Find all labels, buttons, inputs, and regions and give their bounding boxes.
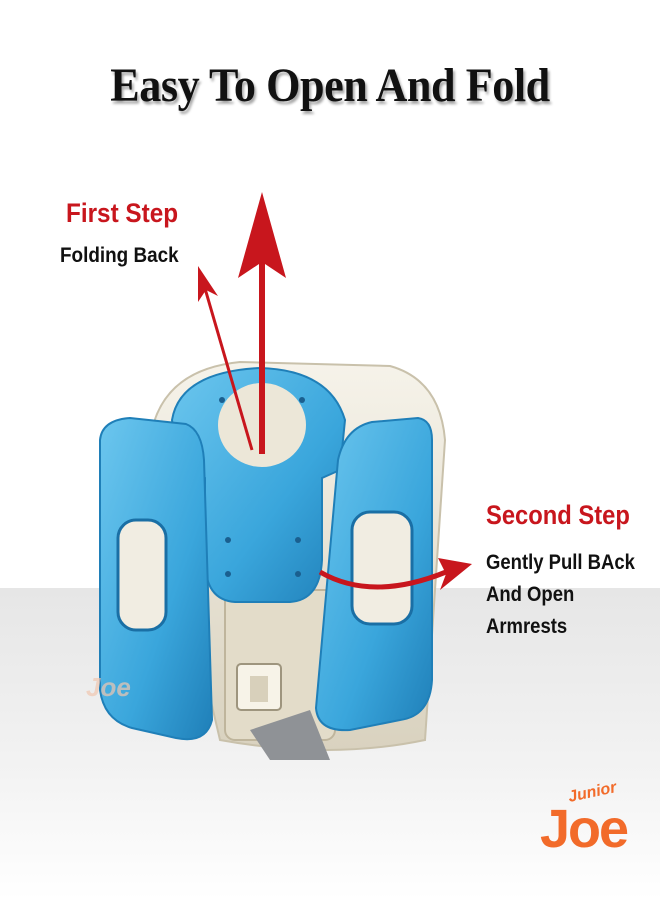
first-step-description: Folding Back (60, 244, 179, 267)
left-armrest-slot (116, 518, 168, 632)
second-step-line: And Open (486, 583, 575, 606)
right-armrest-slot (350, 510, 414, 626)
second-step-line: Armrests (486, 615, 568, 638)
harness-strap (250, 710, 330, 760)
first-step-arrow-thin (202, 284, 254, 451)
second-step-line: Gently Pull BAck (486, 551, 635, 574)
second-step-description: Gently Pull BAck And Open Armrests (486, 547, 636, 643)
brand-logo-big: Joe (540, 799, 629, 859)
first-step-title: First Step (66, 198, 179, 228)
brand-watermark: Joe (86, 672, 131, 702)
second-step-arrow (318, 569, 447, 590)
page-title: Easy To Open And Fold (110, 59, 550, 112)
second-step-title: Second Step (486, 500, 630, 530)
first-step-arrow-long-head (238, 192, 286, 278)
first-step-arrow-thin-head (198, 266, 218, 302)
brand-logo: Junior Joe (540, 779, 650, 874)
second-step-arrow-head (438, 558, 472, 590)
base-latch-inner (250, 676, 268, 702)
